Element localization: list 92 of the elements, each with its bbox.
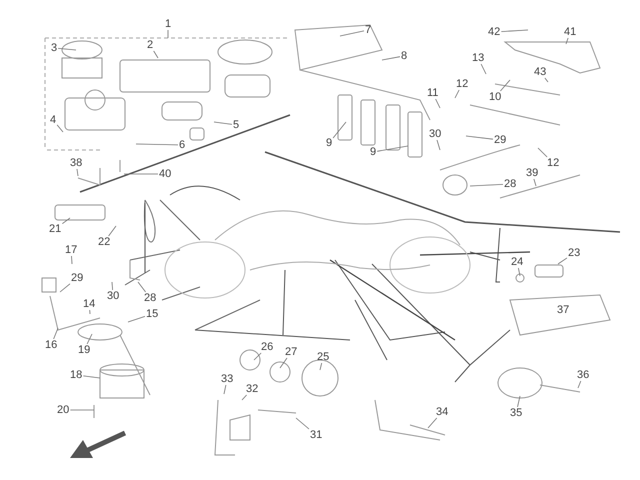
callout-number: 20 bbox=[56, 404, 70, 416]
callout-number: 13 bbox=[471, 52, 486, 64]
callout-number: 11 bbox=[426, 87, 440, 99]
leader-line bbox=[224, 384, 226, 394]
leader-line bbox=[538, 148, 548, 158]
callout-number: 35 bbox=[509, 407, 524, 419]
leader-line bbox=[544, 78, 548, 82]
callout-number: 19 bbox=[77, 344, 92, 356]
leader-line bbox=[108, 226, 116, 236]
leader-line bbox=[518, 268, 520, 276]
leader-line bbox=[214, 122, 232, 125]
callout-number: 38 bbox=[69, 157, 84, 169]
callout-number: 8 bbox=[400, 50, 408, 62]
callout-number: 42 bbox=[487, 26, 502, 38]
leader-line bbox=[254, 352, 262, 360]
callout-number: 36 bbox=[576, 369, 590, 381]
callout-number: 4 bbox=[49, 114, 58, 126]
leader-line bbox=[280, 358, 288, 368]
callout-number: 23 bbox=[567, 247, 582, 259]
callout-number: 3 bbox=[50, 42, 58, 54]
callout-number: 41 bbox=[563, 26, 578, 38]
callout-number: 26 bbox=[260, 341, 274, 353]
leader-line bbox=[566, 38, 568, 44]
leader-line bbox=[500, 80, 510, 92]
leader-line bbox=[500, 30, 528, 32]
callout-number: 2 bbox=[146, 39, 154, 51]
callout-number: 39 bbox=[525, 167, 540, 179]
callout-number: 16 bbox=[44, 339, 58, 351]
callout-number: 14 bbox=[82, 298, 96, 310]
callout-number: 34 bbox=[435, 406, 450, 418]
callout-number: 21 bbox=[48, 223, 62, 235]
callout-number: 9 bbox=[369, 146, 378, 158]
callout-number: 25 bbox=[316, 351, 330, 363]
callout-number: 15 bbox=[145, 308, 160, 320]
callout-number: 27 bbox=[284, 346, 298, 358]
callout-number: 24 bbox=[510, 256, 524, 268]
leader-line bbox=[82, 376, 100, 378]
leader-line bbox=[296, 418, 310, 430]
callout-number: 10 bbox=[488, 91, 502, 103]
leader-line bbox=[466, 136, 494, 140]
leader-line bbox=[76, 168, 78, 176]
leader-line bbox=[534, 178, 536, 186]
leader-line bbox=[60, 283, 70, 292]
callout-number: 37 bbox=[556, 304, 570, 316]
callout-number: 28 bbox=[503, 178, 518, 190]
callout-number: 29 bbox=[70, 272, 84, 284]
leader-line bbox=[153, 50, 158, 58]
leader-line bbox=[428, 418, 438, 428]
callout-number: 17 bbox=[64, 244, 78, 256]
callout-number: 32 bbox=[245, 383, 260, 395]
leader-line bbox=[435, 98, 440, 108]
callout-number: 28 bbox=[143, 292, 158, 304]
leader-line bbox=[578, 380, 582, 388]
leader-line bbox=[332, 122, 346, 138]
callout-number: 9 bbox=[325, 137, 334, 149]
callout-number: 7 bbox=[364, 24, 372, 36]
leader-line bbox=[382, 56, 400, 60]
callout-number: 5 bbox=[232, 119, 240, 131]
leader-line bbox=[558, 258, 568, 264]
leader-line bbox=[128, 316, 146, 322]
leader-line bbox=[454, 90, 460, 98]
callout-number: 30 bbox=[106, 290, 120, 302]
callout-number: 29 bbox=[493, 134, 508, 146]
callout-number: 1 bbox=[164, 18, 172, 30]
leader-line bbox=[376, 146, 408, 152]
leader-line bbox=[320, 362, 322, 370]
leader-line bbox=[62, 218, 70, 224]
callout-number: 31 bbox=[309, 429, 324, 441]
leader-line bbox=[470, 184, 504, 186]
leader-line bbox=[86, 334, 92, 344]
callout-number: 33 bbox=[220, 373, 234, 385]
leader-line bbox=[71, 256, 72, 264]
leader-line bbox=[517, 396, 520, 408]
leader-line bbox=[138, 282, 146, 292]
leader-line bbox=[480, 64, 486, 74]
leader-line bbox=[112, 282, 113, 290]
callout-number: 43 bbox=[533, 66, 548, 78]
callout-number: 6 bbox=[178, 139, 186, 151]
callout-number: 22 bbox=[97, 236, 112, 248]
callout-number: 12 bbox=[455, 78, 470, 90]
callout-number: 12 bbox=[546, 157, 560, 169]
leader-line bbox=[136, 144, 178, 146]
callout-number: 18 bbox=[69, 369, 84, 381]
leader-line bbox=[436, 140, 440, 150]
leader-line bbox=[58, 48, 76, 50]
leader-line bbox=[53, 328, 58, 340]
leader-line bbox=[56, 124, 64, 132]
callout-number: 30 bbox=[428, 128, 442, 140]
callout-number: 40 bbox=[158, 168, 172, 180]
leader-line bbox=[340, 30, 364, 36]
leader-line bbox=[89, 310, 90, 314]
leader-line bbox=[242, 394, 247, 400]
